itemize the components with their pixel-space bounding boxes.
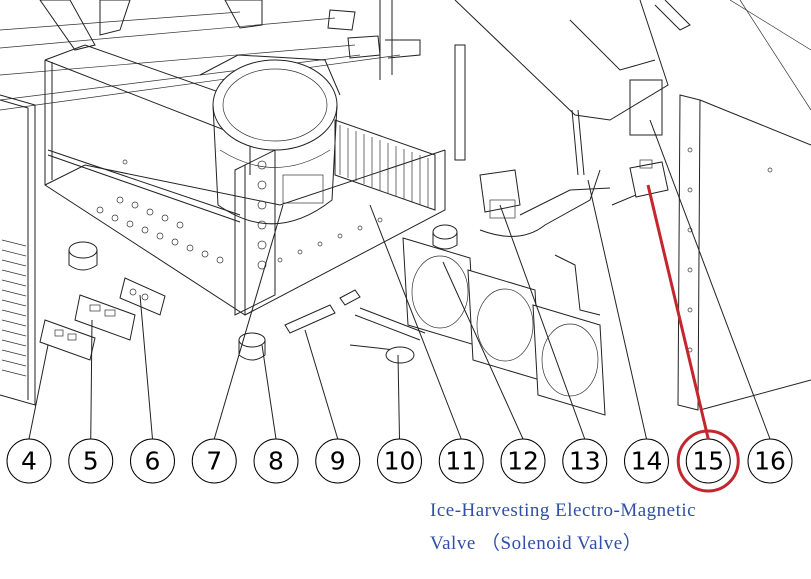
- callout-label-5: 5: [83, 447, 99, 476]
- callout-leaders: [28, 119, 771, 440]
- leader-line-8: [261, 344, 277, 440]
- leader-line-4: [28, 344, 49, 440]
- callout-circle-5: [68, 438, 114, 484]
- fan-shrouds: [402, 237, 606, 416]
- leader-line-6: [139, 294, 153, 440]
- leader-line-9: [304, 329, 339, 440]
- callout-label-8: 8: [268, 447, 284, 476]
- leader-line-7: [213, 204, 284, 440]
- top-left-leaders: [0, 11, 401, 111]
- caption-line-2: Valve （Solenoid Valve）: [430, 533, 643, 554]
- callout-label-9: 9: [330, 447, 346, 476]
- callout-circle-8: [253, 438, 299, 484]
- door-panel: [0, 94, 36, 406]
- leader-line-13: [499, 204, 586, 440]
- highlight-layer: [646, 184, 740, 493]
- leader-line-10: [397, 354, 400, 440]
- highlight-ring: [676, 429, 740, 493]
- callout-label-11: 11: [445, 447, 477, 476]
- callout-circle-13: [562, 438, 608, 484]
- top-brackets: [39, 0, 421, 80]
- callout-circle-11: [438, 438, 484, 484]
- water-valve: [479, 109, 611, 316]
- caption-line-1: Ice-Harvesting Electro-Magnetic: [430, 500, 697, 521]
- callout-label-4: 4: [21, 447, 37, 476]
- callout-circle-10: [377, 438, 422, 484]
- leader-line-11: [369, 204, 462, 440]
- chassis-base: [44, 44, 446, 316]
- callout-label-16: 16: [754, 447, 786, 476]
- callout-label-13: 13: [569, 447, 601, 476]
- callout-label-15: 15: [692, 447, 724, 476]
- callout-label-10: 10: [384, 447, 416, 476]
- callout-circle-16: [747, 438, 793, 484]
- callout-numbers: 4 5 6 7 8 9 10 11 12 13 14 15 16: [6, 438, 793, 484]
- callout-circle-9: [315, 438, 361, 484]
- callout-circle-4: [6, 438, 52, 484]
- solenoid-valve: [611, 159, 669, 206]
- compressor: [199, 54, 341, 225]
- leader-line-14: [587, 179, 647, 440]
- callout-label-14: 14: [631, 447, 663, 476]
- callout-label-6: 6: [145, 447, 161, 476]
- condenser: [234, 149, 276, 316]
- small-parts: [39, 224, 458, 364]
- rear-grille: [334, 119, 436, 211]
- callout-circle-14: [624, 438, 669, 484]
- callout-circle-7: [191, 438, 237, 484]
- right-cabinet: [454, 0, 811, 411]
- callout-circle-6: [130, 438, 175, 484]
- callout-label-12: 12: [507, 447, 539, 476]
- leader-line-5: [90, 319, 93, 440]
- leader-line-15: [646, 184, 710, 440]
- callout-circle-12: [500, 438, 546, 484]
- leader-line-16: [649, 119, 771, 440]
- leader-line-12: [442, 261, 524, 440]
- callout-label-7: 7: [206, 447, 222, 476]
